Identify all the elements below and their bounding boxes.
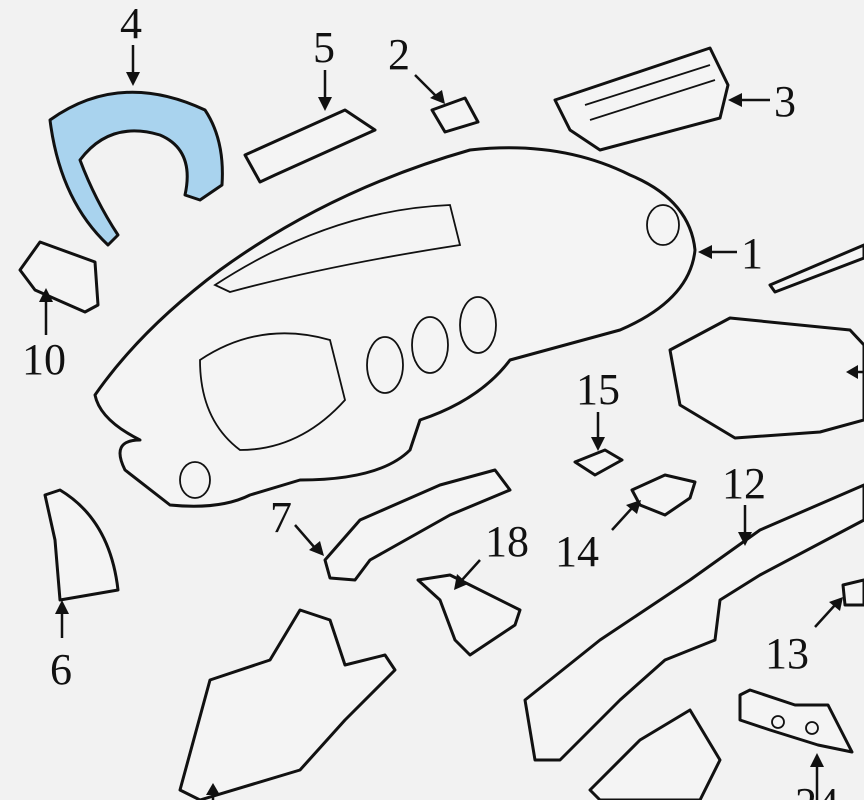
- callout-label-3: 3: [774, 77, 796, 126]
- part-4-cluster-hood[interactable]: [48, 90, 224, 247]
- part-15-clip[interactable]: [573, 448, 624, 477]
- callout-label-5: 5: [313, 23, 335, 72]
- part-24-bracket[interactable]: [738, 688, 854, 754]
- part-module: [668, 316, 864, 440]
- part-14-bracket[interactable]: [630, 473, 697, 517]
- part-13-bracket[interactable]: [841, 578, 864, 607]
- callout-label-12: 12: [722, 459, 766, 508]
- part-18-brace[interactable]: [416, 573, 522, 657]
- part-7-support[interactable]: [323, 468, 512, 582]
- callout-label-18: 18: [485, 517, 529, 566]
- callout-label-24: 24: [795, 782, 839, 800]
- part-5-cover[interactable]: [243, 108, 377, 184]
- part-12-cross-beam[interactable]: [523, 483, 864, 762]
- part-1-instrument-panel[interactable]: [93, 146, 697, 508]
- callout-arrows: [39, 45, 864, 800]
- callout-label-10: 10: [22, 335, 66, 384]
- part-lower-bracket: [588, 708, 722, 800]
- callout-label-1: 1: [741, 229, 763, 278]
- callout-label-13: 13: [765, 629, 809, 678]
- callout-label-4: 4: [120, 0, 142, 48]
- part-lower-cover: [178, 608, 397, 800]
- part-3-vent[interactable]: [553, 46, 730, 152]
- part-6-side-cover[interactable]: [43, 488, 120, 602]
- callout-label-14: 14: [555, 527, 599, 576]
- part-10-end-cap[interactable]: [18, 240, 100, 314]
- callout-label-15: 15: [576, 365, 620, 414]
- callout-label-7: 7: [270, 493, 292, 542]
- part-2-bracket[interactable]: [430, 96, 480, 134]
- part-rod: [768, 243, 864, 294]
- callout-label-2: 2: [388, 30, 410, 79]
- callout-label-6: 6: [50, 645, 72, 694]
